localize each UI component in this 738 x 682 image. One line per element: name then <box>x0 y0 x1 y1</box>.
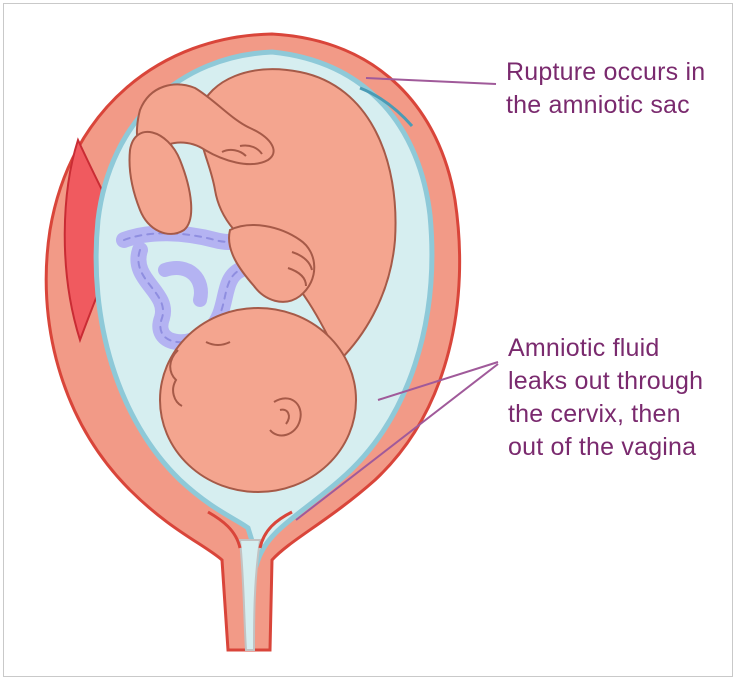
callout-fluid-line-2: leaks out through <box>508 365 703 398</box>
callout-rupture-line-2: the amniotic sac <box>506 89 705 122</box>
callout-rupture-line-1: Rupture occurs in <box>506 56 705 89</box>
callout-rupture: Rupture occurs in the amniotic sac <box>506 56 705 122</box>
callout-fluid-line-1: Amniotic fluid <box>508 332 703 365</box>
fetus-head <box>160 308 356 492</box>
callout-fluid-line-3: the cervix, then <box>508 398 703 431</box>
callout-fluid-line-4: out of the vagina <box>508 431 703 464</box>
callout-amniotic-fluid: Amniotic fluid leaks out through the cer… <box>508 332 703 464</box>
